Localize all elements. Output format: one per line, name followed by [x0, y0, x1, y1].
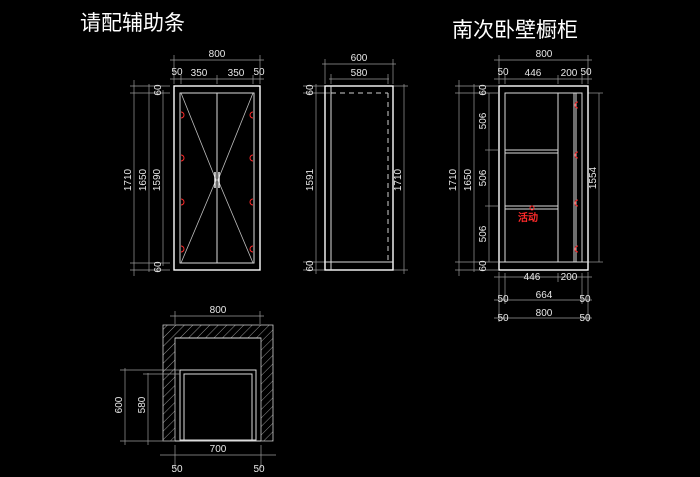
dim-interior-shelf-2: 506 — [478, 169, 489, 186]
dim-interior-top-right: 50 — [580, 67, 592, 78]
dim-front-bottom-gap: 60 — [153, 261, 164, 273]
dim-interior-bottom-inner: 664 — [536, 290, 553, 301]
dim-front-left-outer: 1710 — [123, 168, 134, 191]
dim-plan-left-outer: 600 — [114, 396, 125, 413]
dim-side-right: 1710 — [393, 168, 404, 191]
dim-interior-bottom-overall: 800 — [536, 308, 553, 319]
dim-front-top-mid-right: 350 — [228, 68, 245, 79]
dim-interior-top-mid: 446 — [525, 68, 542, 79]
dim-interior-bottom-overall-right: 50 — [579, 313, 591, 324]
dim-interior-top-overall: 800 — [536, 49, 553, 60]
dim-interior-top-right-part: 200 — [561, 68, 578, 79]
dim-plan-bottom-inner: 700 — [210, 444, 227, 455]
dim-plan-bottom-left: 50 — [171, 464, 183, 475]
dim-interior-top-left: 50 — [497, 67, 509, 78]
note-huodong: 活动 — [518, 211, 538, 224]
dim-interior-right: 1554 — [588, 166, 599, 189]
dim-side-top-inner: 580 — [351, 68, 368, 79]
dim-front-top-gap: 60 — [153, 84, 164, 96]
dim-interior-bottom-inner-right: 50 — [579, 294, 591, 305]
dim-interior-shelf-3: 506 — [478, 225, 489, 242]
title-right: 南次卧壁橱柜 — [452, 18, 578, 42]
title-left: 请配辅助条 — [80, 11, 185, 35]
interior-elevation: 800 50 446 200 50 1710 1650 506 506 506 … — [448, 49, 603, 324]
dim-side-top-gap: 60 — [305, 84, 316, 96]
dim-interior-top-gap: 60 — [478, 84, 489, 96]
dim-interior-shelf-1: 506 — [478, 112, 489, 129]
dim-interior-bottom-overall-left: 50 — [497, 313, 509, 324]
side-elevation: 600 580 1591 1710 60 60 — [303, 53, 408, 274]
dim-front-top-left: 50 — [171, 67, 183, 78]
dim-interior-left-mid: 1650 — [463, 168, 474, 191]
dim-front-top-overall: 800 — [209, 49, 226, 60]
dim-front-top-right: 50 — [253, 67, 265, 78]
dim-plan-top-overall: 800 — [210, 305, 227, 316]
dim-front-top-mid-left: 350 — [191, 68, 208, 79]
dim-interior-left-outer: 1710 — [448, 168, 459, 191]
dim-front-left-inner: 1590 — [152, 168, 163, 191]
dim-interior-bottom-inner-left: 50 — [497, 294, 509, 305]
dim-plan-bottom-right: 50 — [253, 464, 265, 475]
dim-interior-bottom-gap: 60 — [478, 260, 489, 272]
dim-interior-bottom-left-part: 446 — [524, 272, 541, 283]
dim-interior-bottom-right-part: 200 — [561, 272, 578, 283]
front-elevation: 800 50 350 350 50 1710 1650 1590 60 60 — [123, 49, 265, 276]
dim-side-bottom-gap: 60 — [305, 260, 316, 272]
dim-side-top-overall: 600 — [351, 53, 368, 64]
dim-front-left-mid: 1650 — [138, 168, 149, 191]
plan-view: 800 600 580 700 50 50 — [114, 305, 276, 475]
dim-plan-left-inner: 580 — [137, 396, 148, 413]
dim-side-left: 1591 — [305, 168, 316, 191]
